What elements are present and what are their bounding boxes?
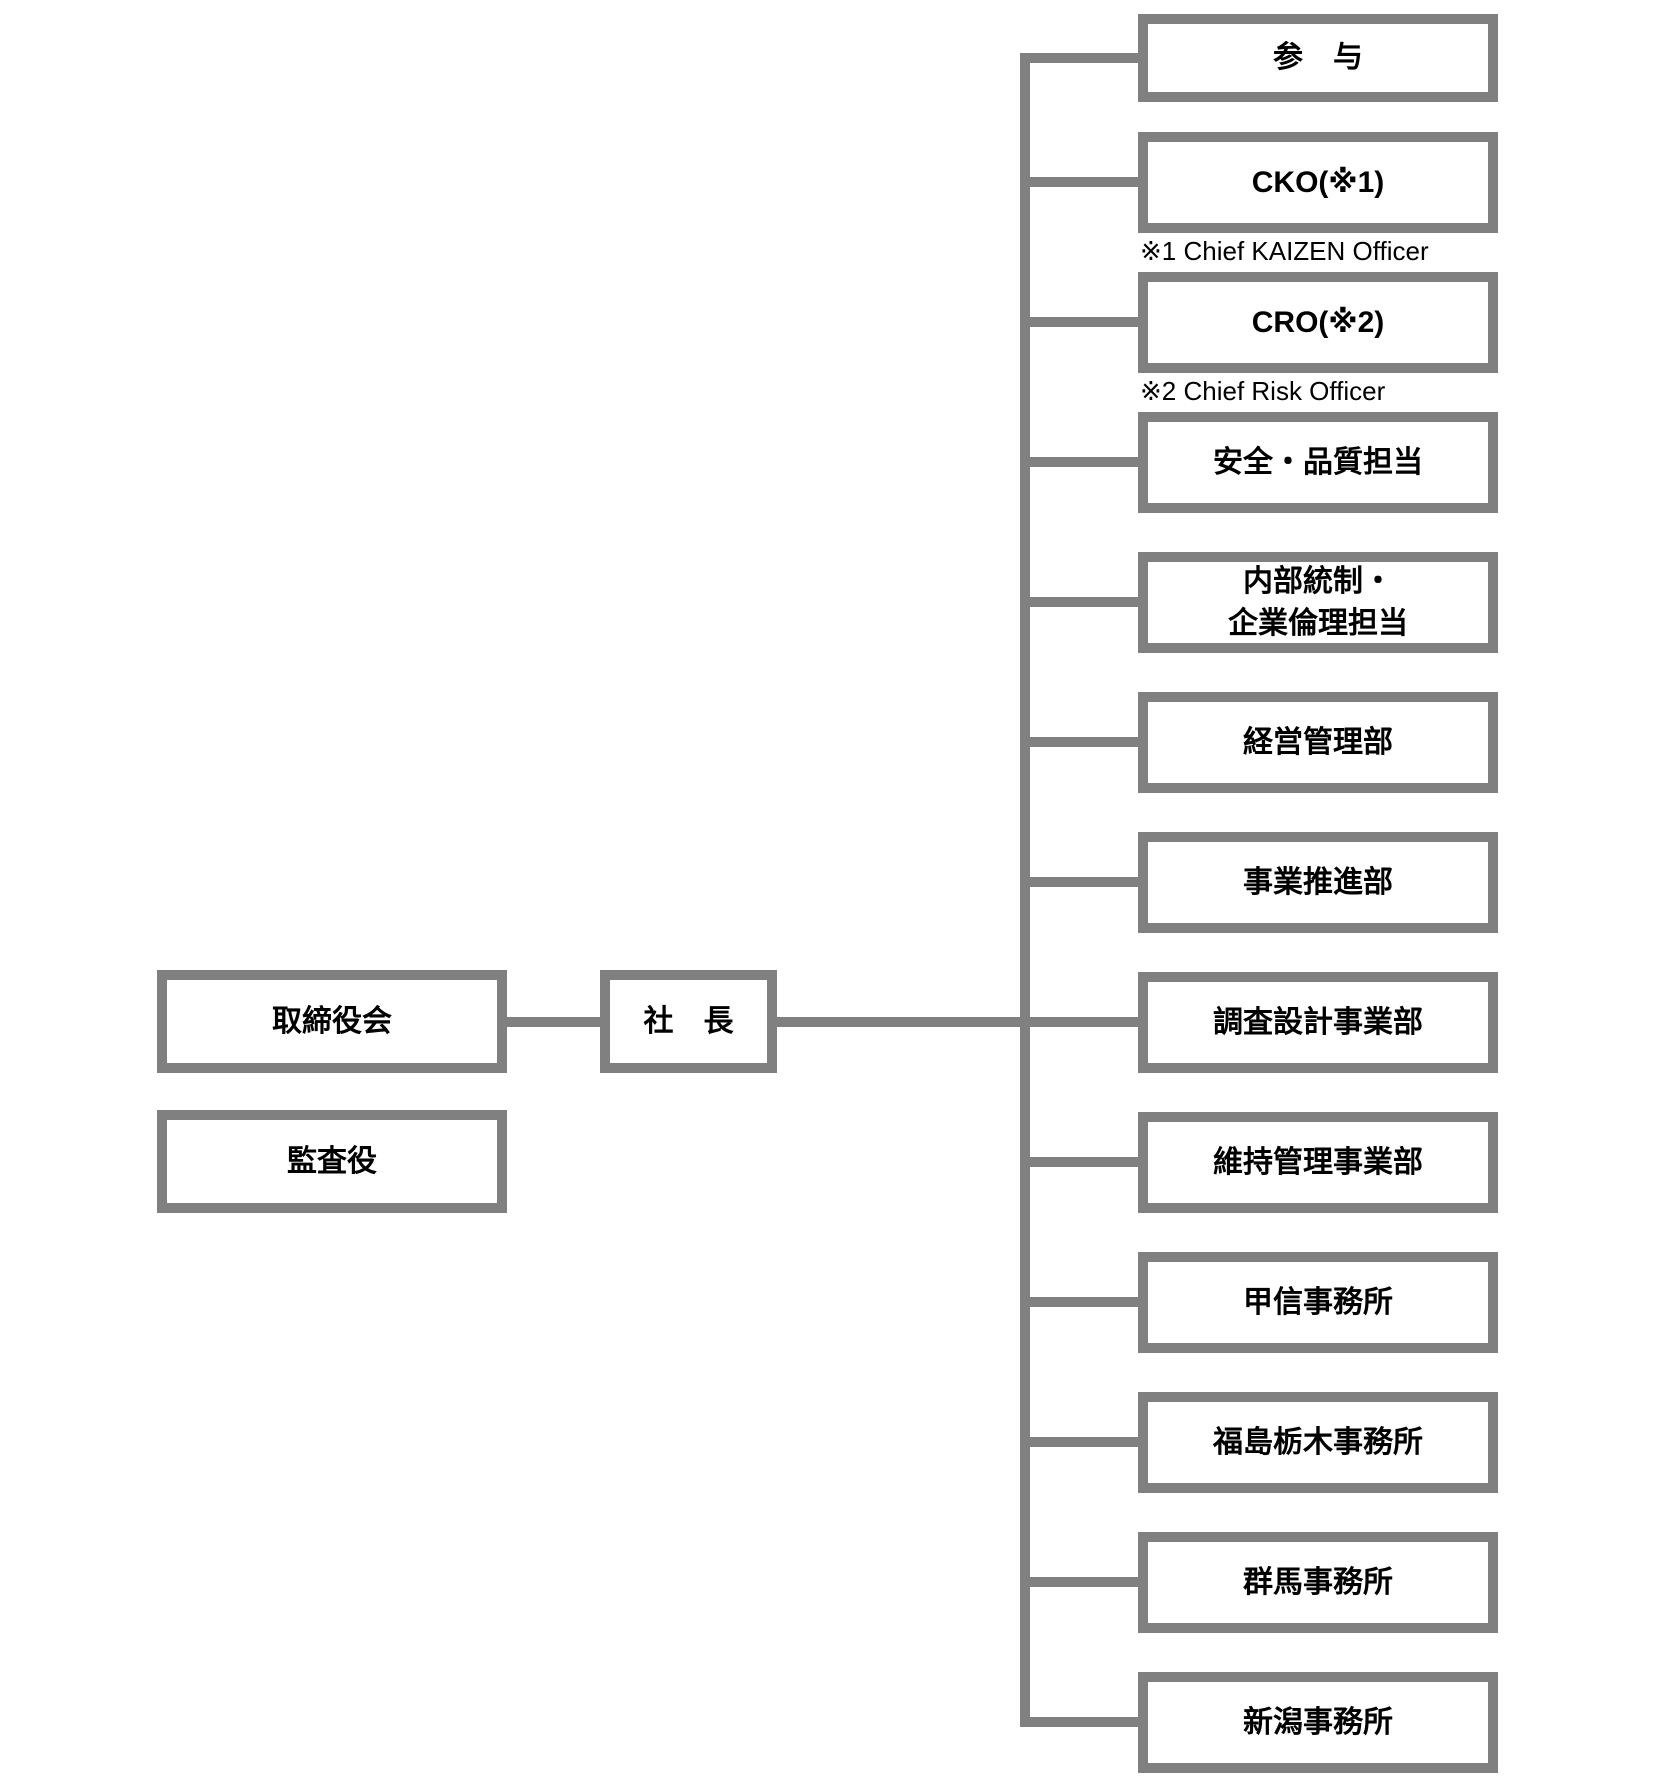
connector-board-to-president — [507, 1017, 600, 1027]
org-box-safety-quality: 安全・品質担当 — [1138, 412, 1498, 513]
org-box-label: 経営管理部 — [1243, 725, 1393, 759]
connector-koshin-office — [1020, 1297, 1138, 1307]
connector-cro — [1020, 317, 1138, 327]
org-box-label: 事業推進部 — [1243, 865, 1393, 899]
footnote-cko: ※1 Chief KAIZEN Officer — [1140, 236, 1429, 266]
org-box-cro: CRO(※2) — [1138, 272, 1498, 373]
org-box-cko: CKO(※1) — [1138, 132, 1498, 233]
org-box-fukushima-tochigi-office: 福島栃木事務所 — [1138, 1392, 1498, 1493]
footnote-cro: ※2 Chief Risk Officer — [1140, 376, 1386, 406]
org-box-sanyo: 参 与 — [1138, 14, 1498, 102]
org-box-label: 社 長 — [643, 1004, 734, 1038]
org-box-label: 福島栃木事務所 — [1213, 1425, 1423, 1459]
org-box-board-of-directors: 取締役会 — [157, 970, 507, 1073]
connector-gunma-office — [1020, 1577, 1138, 1587]
connector-niigata-office — [1020, 1717, 1138, 1727]
org-box-label: CKO(※1) — [1251, 165, 1385, 199]
org-box-label: 取締役会 — [272, 1004, 392, 1038]
org-box-internal-control-ethics: 内部統制・ 企業倫理担当 — [1138, 552, 1498, 653]
org-box-label: 内部統制・ 企業倫理担当 — [1228, 564, 1408, 640]
connector-president-to-trunk — [777, 1017, 1031, 1027]
org-box-label: 群馬事務所 — [1243, 1565, 1393, 1599]
org-box-label: 参 与 — [1273, 41, 1363, 74]
connector-internal-control-ethics — [1020, 597, 1138, 607]
connector-survey-design-dept — [1020, 1017, 1138, 1027]
org-box-gunma-office: 群馬事務所 — [1138, 1532, 1498, 1633]
org-box-label: CRO(※2) — [1251, 305, 1385, 339]
org-box-survey-design-dept: 調査設計事業部 — [1138, 972, 1498, 1073]
trunk-line — [1020, 53, 1030, 1727]
connector-safety-quality — [1020, 457, 1138, 467]
org-box-president: 社 長 — [600, 970, 777, 1073]
org-box-label: 新潟事務所 — [1243, 1705, 1393, 1739]
org-box-business-promotion-dept: 事業推進部 — [1138, 832, 1498, 933]
org-box-niigata-office: 新潟事務所 — [1138, 1672, 1498, 1773]
org-box-label: 安全・品質担当 — [1213, 445, 1423, 479]
org-box-management-admin-dept: 経営管理部 — [1138, 692, 1498, 793]
connector-maintenance-dept — [1020, 1157, 1138, 1167]
connector-fukushima-tochigi-office — [1020, 1437, 1138, 1447]
org-box-auditor: 監査役 — [157, 1110, 507, 1213]
connector-cko — [1020, 177, 1138, 187]
connector-sanyo — [1020, 53, 1138, 63]
org-box-label: 維持管理事業部 — [1213, 1145, 1423, 1179]
org-box-maintenance-dept: 維持管理事業部 — [1138, 1112, 1498, 1213]
connector-management-admin-dept — [1020, 737, 1138, 747]
org-box-label: 監査役 — [287, 1144, 377, 1178]
org-box-label: 調査設計事業部 — [1213, 1005, 1423, 1039]
org-box-label: 甲信事務所 — [1243, 1285, 1393, 1319]
connector-business-promotion-dept — [1020, 877, 1138, 887]
org-box-koshin-office: 甲信事務所 — [1138, 1252, 1498, 1353]
